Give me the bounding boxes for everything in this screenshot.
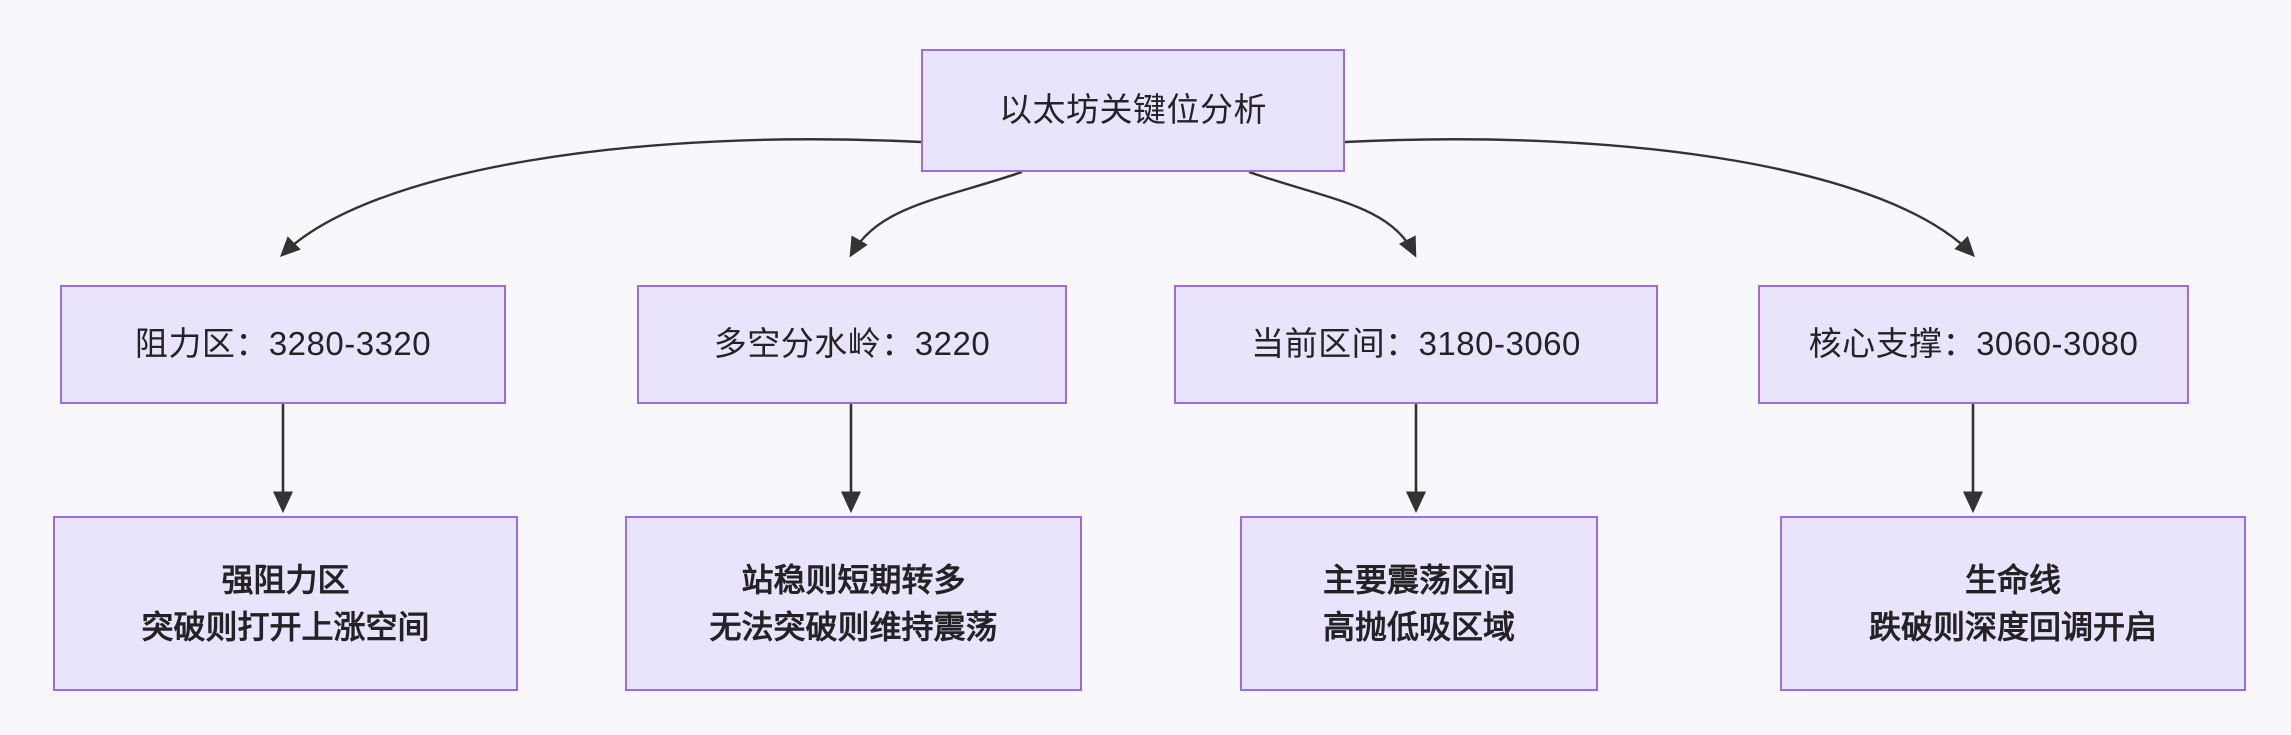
node-strong-resistance[interactable]: 强阻力区 突破则打开上涨空间 [53, 516, 518, 691]
node-oscillation-zone-label: 主要震荡区间 高抛低吸区域 [1323, 557, 1515, 650]
node-strong-resistance-line2: 突破则打开上涨空间 [141, 608, 430, 645]
node-root[interactable]: 以太坊关键位分析 [921, 49, 1345, 172]
node-current-range-label: 当前区间：3180-3060 [1251, 325, 1581, 363]
node-root-label: 以太坊关键位分析 [999, 91, 1267, 129]
node-current-range[interactable]: 当前区间：3180-3060 [1174, 285, 1658, 404]
node-lifeline-line2: 跌破则深度回调开启 [1868, 608, 2157, 645]
node-lifeline-label: 生命线 跌破则深度回调开启 [1869, 557, 2157, 650]
node-turn-long[interactable]: 站稳则短期转多 无法突破则维持震荡 [625, 516, 1082, 691]
node-resistance-label: 阻力区：3280-3320 [134, 325, 432, 363]
node-turn-long-line1: 站稳则短期转多 [741, 562, 966, 599]
edge-root-to-watershed [849, 170, 1023, 258]
node-strong-resistance-line1: 强阻力区 [221, 562, 350, 599]
node-lifeline-line1: 生命线 [1964, 562, 2061, 599]
node-oscillation-zone-line1: 主要震荡区间 [1322, 562, 1515, 599]
node-oscillation-zone-line2: 高抛低吸区域 [1322, 608, 1515, 645]
node-resistance[interactable]: 阻力区：3280-3320 [60, 285, 506, 404]
node-turn-long-label: 站稳则短期转多 无法突破则维持震荡 [709, 557, 997, 650]
node-core-support-label: 核心支撑：3060-3080 [1808, 325, 2139, 363]
node-watershed-label: 多空分水岭：3220 [713, 325, 991, 363]
edge-root-to-current-range [1248, 170, 1417, 258]
node-lifeline[interactable]: 生命线 跌破则深度回调开启 [1780, 516, 2246, 691]
edge-root-to-resistance [279, 138, 922, 258]
node-watershed[interactable]: 多空分水岭：3220 [637, 285, 1067, 404]
edge-root-to-core-support [1344, 138, 1975, 258]
node-oscillation-zone[interactable]: 主要震荡区间 高抛低吸区域 [1240, 516, 1598, 691]
node-core-support[interactable]: 核心支撑：3060-3080 [1758, 285, 2189, 404]
node-strong-resistance-label: 强阻力区 突破则打开上涨空间 [141, 557, 429, 650]
node-turn-long-line2: 无法突破则维持震荡 [709, 608, 998, 645]
